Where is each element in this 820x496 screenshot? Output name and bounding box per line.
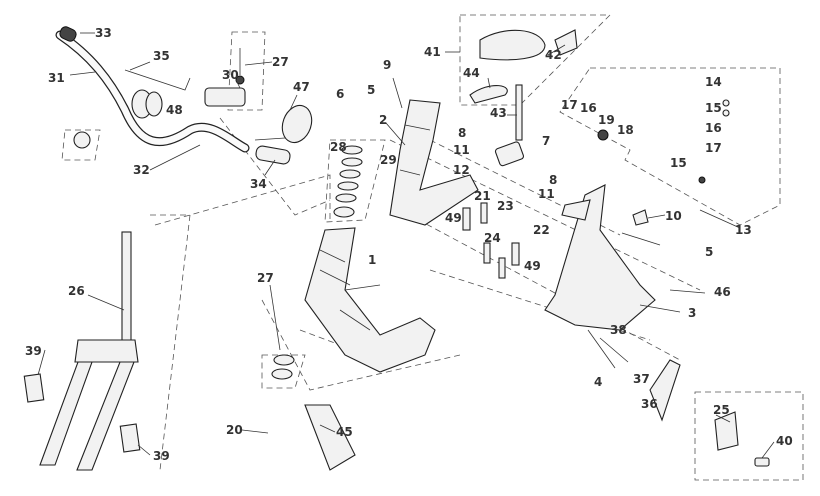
callout-37: 37 <box>633 372 650 386</box>
callout-30: 30 <box>222 68 239 82</box>
callout-4: 4 <box>594 375 602 389</box>
callout-13: 13 <box>735 223 752 237</box>
callout-9: 9 <box>383 58 391 72</box>
callout-labels: 33 35 27 41 42 31 30 47 9 44 14 5 6 17 1… <box>25 26 793 463</box>
callout-8: 8 <box>549 173 557 187</box>
callout-22: 22 <box>533 223 550 237</box>
stem <box>73 48 246 149</box>
callout-34: 34 <box>250 177 267 191</box>
callout-11: 11 <box>538 187 555 201</box>
callout-16: 16 <box>580 101 597 115</box>
callout-6: 6 <box>336 87 344 101</box>
headset-stack <box>271 145 363 380</box>
callout-47: 47 <box>293 80 310 94</box>
callout-26: 26 <box>68 284 85 298</box>
callout-41: 41 <box>424 45 441 59</box>
callout-18: 18 <box>617 123 634 137</box>
callout-12: 12 <box>453 163 470 177</box>
callout-27: 27 <box>257 271 274 285</box>
callout-35: 35 <box>153 49 170 63</box>
mirror <box>281 104 313 144</box>
front-fork <box>23 231 141 471</box>
callout-11: 11 <box>453 143 470 157</box>
callout-48: 48 <box>166 103 183 117</box>
callout-25: 25 <box>713 403 730 417</box>
callout-32: 32 <box>133 163 150 177</box>
grip-end-cap <box>59 26 77 42</box>
leader-lines <box>37 32 775 459</box>
hardware <box>304 77 770 471</box>
frame-lower <box>304 227 436 373</box>
callout-1: 1 <box>368 253 376 267</box>
callout-20: 20 <box>226 423 243 437</box>
grip <box>255 145 291 165</box>
callout-7: 7 <box>542 134 550 148</box>
callout-24: 24 <box>484 231 501 245</box>
callout-45: 45 <box>336 425 353 439</box>
callout-46: 46 <box>714 285 731 299</box>
callout-8: 8 <box>458 126 466 140</box>
group-outlines <box>61 14 804 481</box>
callout-27: 27 <box>272 55 289 69</box>
callout-19: 19 <box>598 113 615 127</box>
callout-43: 43 <box>490 106 507 120</box>
callout-28: 28 <box>330 140 347 154</box>
callout-14: 14 <box>705 75 722 89</box>
callout-49: 49 <box>445 211 462 225</box>
seat <box>469 29 609 167</box>
callout-16: 16 <box>705 121 722 135</box>
callout-49: 49 <box>524 259 541 273</box>
handlebar <box>55 26 313 165</box>
frame-upper <box>389 99 479 226</box>
callout-29: 29 <box>380 153 397 167</box>
callout-44: 44 <box>463 66 480 80</box>
callout-31: 31 <box>48 71 65 85</box>
callout-39: 39 <box>25 344 42 358</box>
callout-39: 39 <box>153 449 170 463</box>
callout-21: 21 <box>474 189 491 203</box>
callout-17: 17 <box>705 141 722 155</box>
callout-15: 15 <box>670 156 687 170</box>
callout-17: 17 <box>561 98 578 112</box>
callout-42: 42 <box>545 48 562 62</box>
frame-rear <box>544 184 656 331</box>
callout-3: 3 <box>688 306 696 320</box>
callout-5: 5 <box>705 245 713 259</box>
callout-36: 36 <box>641 397 658 411</box>
fork-guard <box>23 373 45 403</box>
callout-33: 33 <box>95 26 112 40</box>
callout-5: 5 <box>367 83 375 97</box>
callout-38: 38 <box>610 323 627 337</box>
callout-23: 23 <box>497 199 514 213</box>
callout-40: 40 <box>776 434 793 448</box>
callout-10: 10 <box>665 209 682 223</box>
callout-2: 2 <box>379 113 387 127</box>
callout-15: 15 <box>705 101 722 115</box>
